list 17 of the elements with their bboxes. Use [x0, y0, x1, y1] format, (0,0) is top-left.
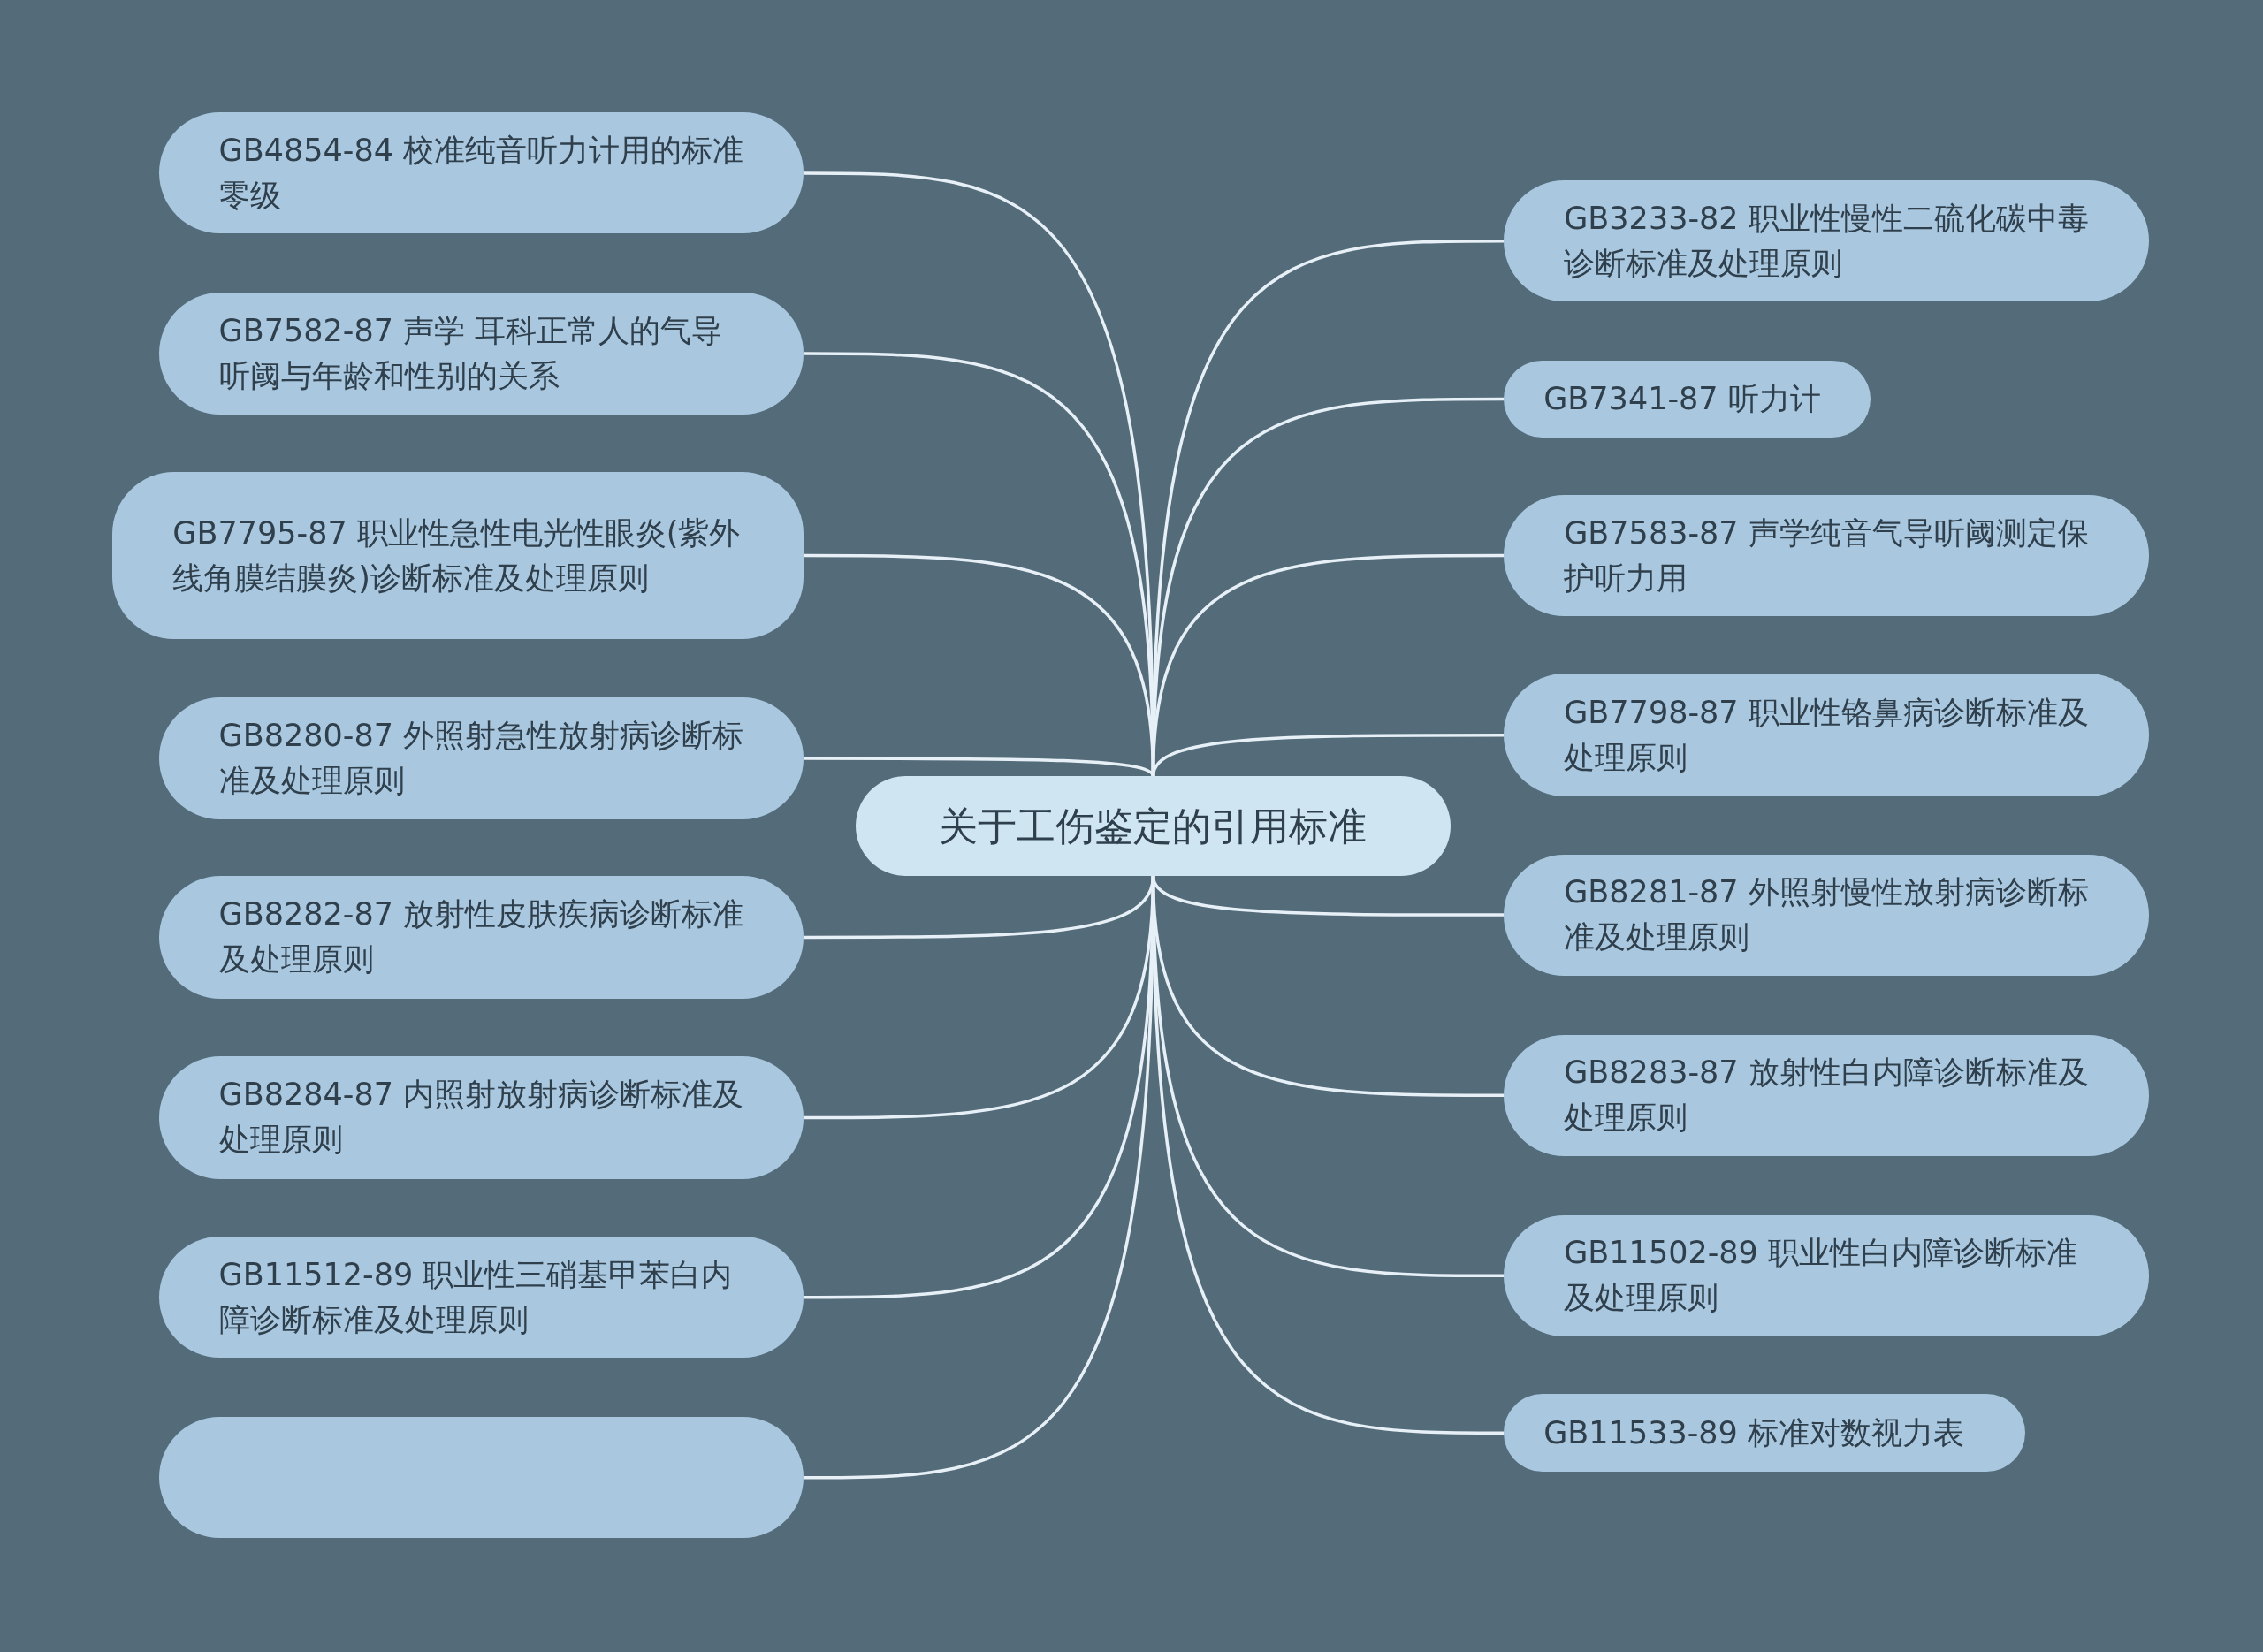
topic-box: GB8280-87 外照射急性放射病诊断标准及处理原则 — [158, 697, 804, 820]
topic-box: GB11512-89 职业性三硝基甲苯白内障诊断标准及处理原则 — [158, 1237, 804, 1359]
topic-box: GB7582-87 声学 耳科正常人的气导听阈与年龄和性别的关系 — [158, 293, 804, 415]
topic-box: GB7795-87 职业性急性电光性眼炎(紫外线角膜结膜炎)诊断标准及处理原则 — [112, 471, 804, 640]
topic-box: GB8284-87 内照射放射病诊断标准及处理原则 — [158, 1056, 804, 1179]
topic-box: GB11502-89 职业性白内障诊断标准及处理原则 — [1504, 1214, 2149, 1336]
topic-box: GB8282-87 放射性皮肤疾病诊断标准及处理原则 — [158, 876, 804, 999]
connector-line — [804, 757, 1154, 778]
topic-box: GB11533-89 标准对数视力表 — [1504, 1394, 2025, 1473]
topic-box: GB4854-84 校准纯音听力计用的标准零级 — [158, 112, 804, 234]
topic-box: GB7583-87 声学纯音气导听阈测定保护听力用 — [1504, 495, 2149, 617]
topic-box: GB7341-87 听力计 — [1504, 361, 1871, 438]
topic-box: GB8283-87 放射性白内障诊断标准及处理原则 — [1504, 1034, 2149, 1156]
topic-box: GB8281-87 外照射慢性放射病诊断标准及处理原则 — [1504, 854, 2149, 976]
topic-box: GB7798-87 职业性铬鼻病诊断标准及处理原则 — [1504, 674, 2149, 797]
topic-box: GB3233-82 职业性慢性二硫化碳中毒诊断标准及处理原则 — [1504, 180, 2149, 302]
central-topic: 关于工伤鉴定的引用标准 — [856, 776, 1451, 876]
